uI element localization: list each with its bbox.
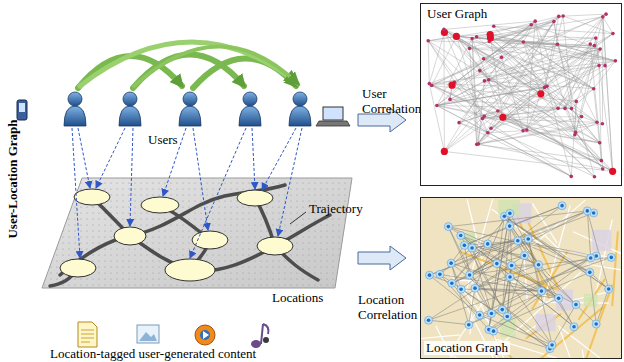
panel-title: User Graph: [425, 7, 489, 21]
text-label: Location Correlation: [358, 292, 418, 322]
graph-panel: Location Graph: [420, 197, 622, 359]
axis-title: User-Location Graph: [6, 99, 20, 259]
text-label: Locations: [272, 291, 323, 305]
text-label: Users: [148, 133, 178, 147]
text-label: User Correlation: [362, 86, 414, 116]
panel-title: Location Graph: [424, 341, 510, 355]
text-label: Location-tagged user-generated content: [50, 347, 256, 361]
text-label: Trajectory: [309, 202, 363, 216]
graph-panel: User Graph: [420, 3, 622, 186]
